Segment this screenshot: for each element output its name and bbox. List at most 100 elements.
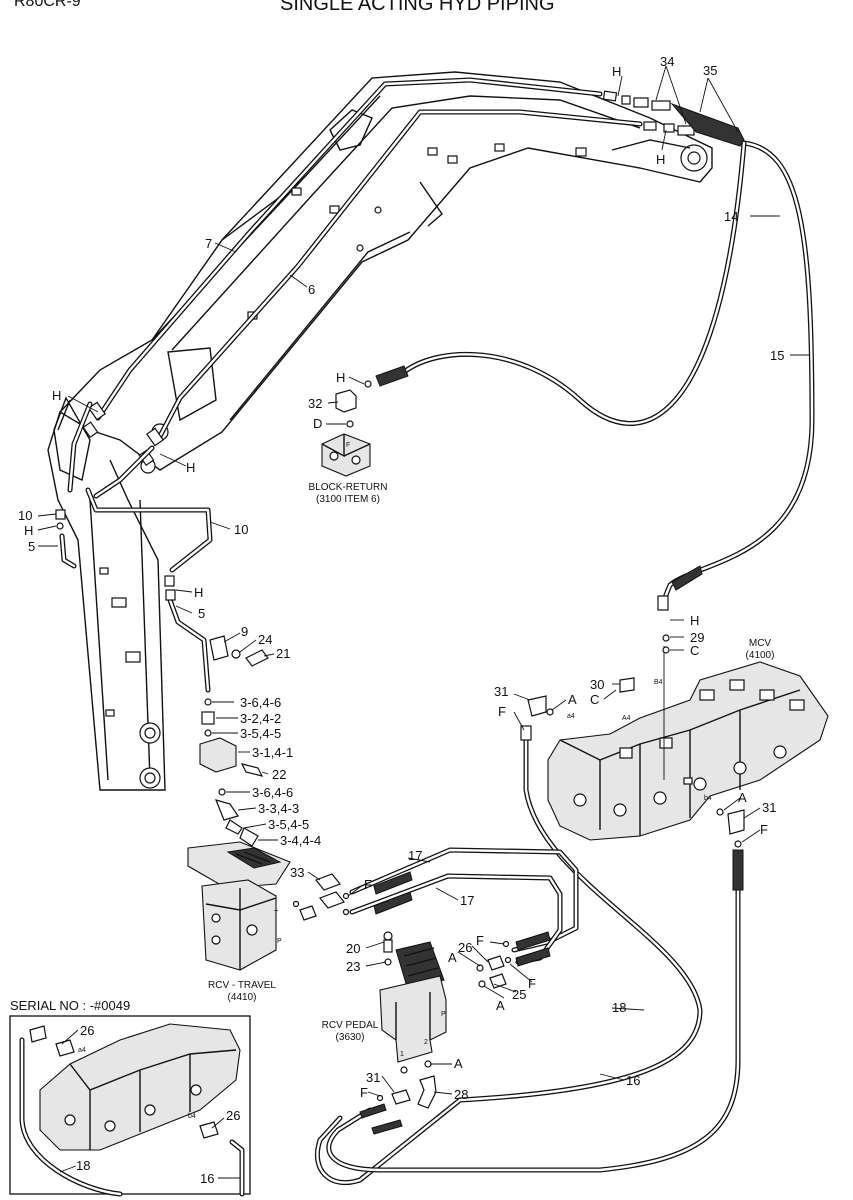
letter-h-mcv: H [690, 613, 699, 628]
fitting-31-lower [391, 1089, 411, 1105]
letter-a-mcv-right: A [738, 790, 747, 805]
inset-port-b4: b4 [188, 1113, 196, 1120]
port-p-travel: P [277, 938, 282, 945]
callout-31-upper: 31 [494, 684, 508, 699]
letter-marks: H H H H H H H H D C C A A A A A F F F F … [24, 64, 768, 1100]
block-return-label: BLOCK-RETURN [309, 482, 388, 493]
callout-25: 25 [512, 987, 526, 1002]
arm [47, 396, 166, 791]
plug-30 [619, 677, 635, 693]
elbow-32 [335, 389, 357, 413]
rcv-travel-label: RCV - TRAVEL [208, 980, 276, 991]
callout-26-inset-top: 26 [80, 1023, 94, 1038]
letter-h-boom-foot: H [52, 388, 61, 403]
washer-24 [231, 649, 241, 659]
callout-numbers: 34 35 14 15 7 6 32 10 10 5 5 9 24 21 3-6… [18, 54, 784, 1186]
callout-16-inset: 16 [200, 1171, 214, 1186]
letter-c-plug: C [590, 692, 599, 707]
fitting-33 [292, 873, 350, 921]
callout-3-5-4-5-b: 3-5,4-5 [268, 817, 309, 832]
hose-16 [326, 849, 744, 1173]
rcv-pedal-label: RCV PEDAL [322, 1020, 379, 1031]
model-number: R80CR-9 [14, 0, 81, 10]
callout-3-3-4-3: 3-3,4-3 [258, 801, 299, 816]
letter-f-travel: F [364, 877, 372, 892]
port-b4-lower: b4 [704, 795, 712, 802]
bolt-21 [245, 649, 269, 667]
port-2: 2 [424, 1039, 428, 1046]
pipe-5-right [164, 575, 211, 693]
hose-17 [349, 847, 579, 1135]
callout-21: 21 [276, 646, 290, 661]
letter-a-mcv-left: A [568, 692, 577, 707]
letter-h-arm-left: H [24, 523, 33, 538]
port-a4-small: a4 [567, 713, 575, 720]
callout-7: 7 [205, 236, 212, 251]
callout-3-1-4-1: 3-1,4-1 [252, 745, 293, 760]
callout-3-2-4-2: 3-2,4-2 [240, 711, 281, 726]
callout-5-right: 5 [198, 606, 205, 621]
callout-23: 23 [346, 959, 360, 974]
block-3-1 [199, 737, 237, 773]
callout-15: 15 [770, 348, 784, 363]
inset-serial-label: SERIAL NO : -#0049 [10, 998, 130, 1013]
block-return-ref: (3100 ITEM 6) [316, 494, 380, 505]
hose-18 [314, 725, 703, 1186]
callout-18-main: 18 [612, 1000, 626, 1015]
letter-a-pedal-bottom: A [454, 1056, 463, 1071]
letter-c-mcv: C [690, 643, 699, 658]
mcv: B4 A4 b4 a4 [547, 646, 829, 841]
callout-35: 35 [703, 63, 717, 78]
letter-f-mcv-right: F [760, 822, 768, 837]
callout-28: 28 [454, 1087, 468, 1102]
callout-31-right: 31 [762, 800, 776, 815]
callout-30: 30 [590, 677, 604, 692]
callout-16-main: 16 [626, 1073, 640, 1088]
callout-18-inset: 18 [76, 1158, 90, 1173]
mcv-fittings [527, 634, 745, 848]
letter-h-boom-top: H [612, 64, 621, 79]
hose-14-15 [657, 140, 815, 611]
elbow-28 [417, 1075, 437, 1109]
port-a4-mcv: A4 [622, 715, 631, 722]
letter-h-block: H [336, 370, 345, 385]
hose-7 [95, 77, 603, 421]
drawing-title: SINGLE ACTING HYD PIPING [280, 0, 555, 15]
letter-f-lower: F [360, 1085, 368, 1100]
rcv-travel: T P [187, 841, 291, 971]
clamp-assembly [209, 635, 269, 667]
letter-f-pedal-upper: F [476, 933, 484, 948]
letter-h-boom-foot-right: H [186, 460, 195, 475]
pedal-fittings [376, 940, 512, 1109]
letter-h-boom-tip: H [656, 152, 665, 167]
elbow-31-right [727, 809, 745, 835]
hose-10 [67, 401, 213, 573]
callout-17-upper: 17 [408, 848, 422, 863]
callout-17-lower: 17 [460, 893, 474, 908]
callout-22: 22 [272, 767, 286, 782]
boom-foot-fittings [82, 401, 164, 467]
clamp-9 [209, 635, 229, 661]
letter-f-mcv-left: F [498, 704, 506, 719]
callout-9: 9 [241, 624, 248, 639]
letter-d: D [313, 416, 322, 431]
callout-3-6-4-6-b: 3-6,4-6 [252, 785, 293, 800]
callout-34: 34 [660, 54, 674, 69]
port-b4-upper: B4 [654, 679, 663, 686]
callout-3-5-4-5-a: 3-5,4-5 [240, 726, 281, 741]
mcv-ref: (4100) [746, 650, 775, 661]
port-1: 1 [400, 1051, 404, 1058]
bolt-22 [240, 763, 264, 777]
callout-26-main: 26 [458, 940, 472, 955]
port-p-pedal: P [441, 1011, 446, 1018]
hose-6 [155, 109, 643, 443]
pipe-5-left [55, 509, 77, 569]
callout-3-6-4-6-a: 3-6,4-6 [240, 695, 281, 710]
callout-14: 14 [724, 209, 738, 224]
letter-h-arm-right: H [194, 585, 203, 600]
block-return: F [321, 380, 372, 477]
callout-32: 32 [308, 396, 322, 411]
rcv-pedal: P 1 2 [379, 931, 447, 1074]
boom [58, 71, 713, 474]
